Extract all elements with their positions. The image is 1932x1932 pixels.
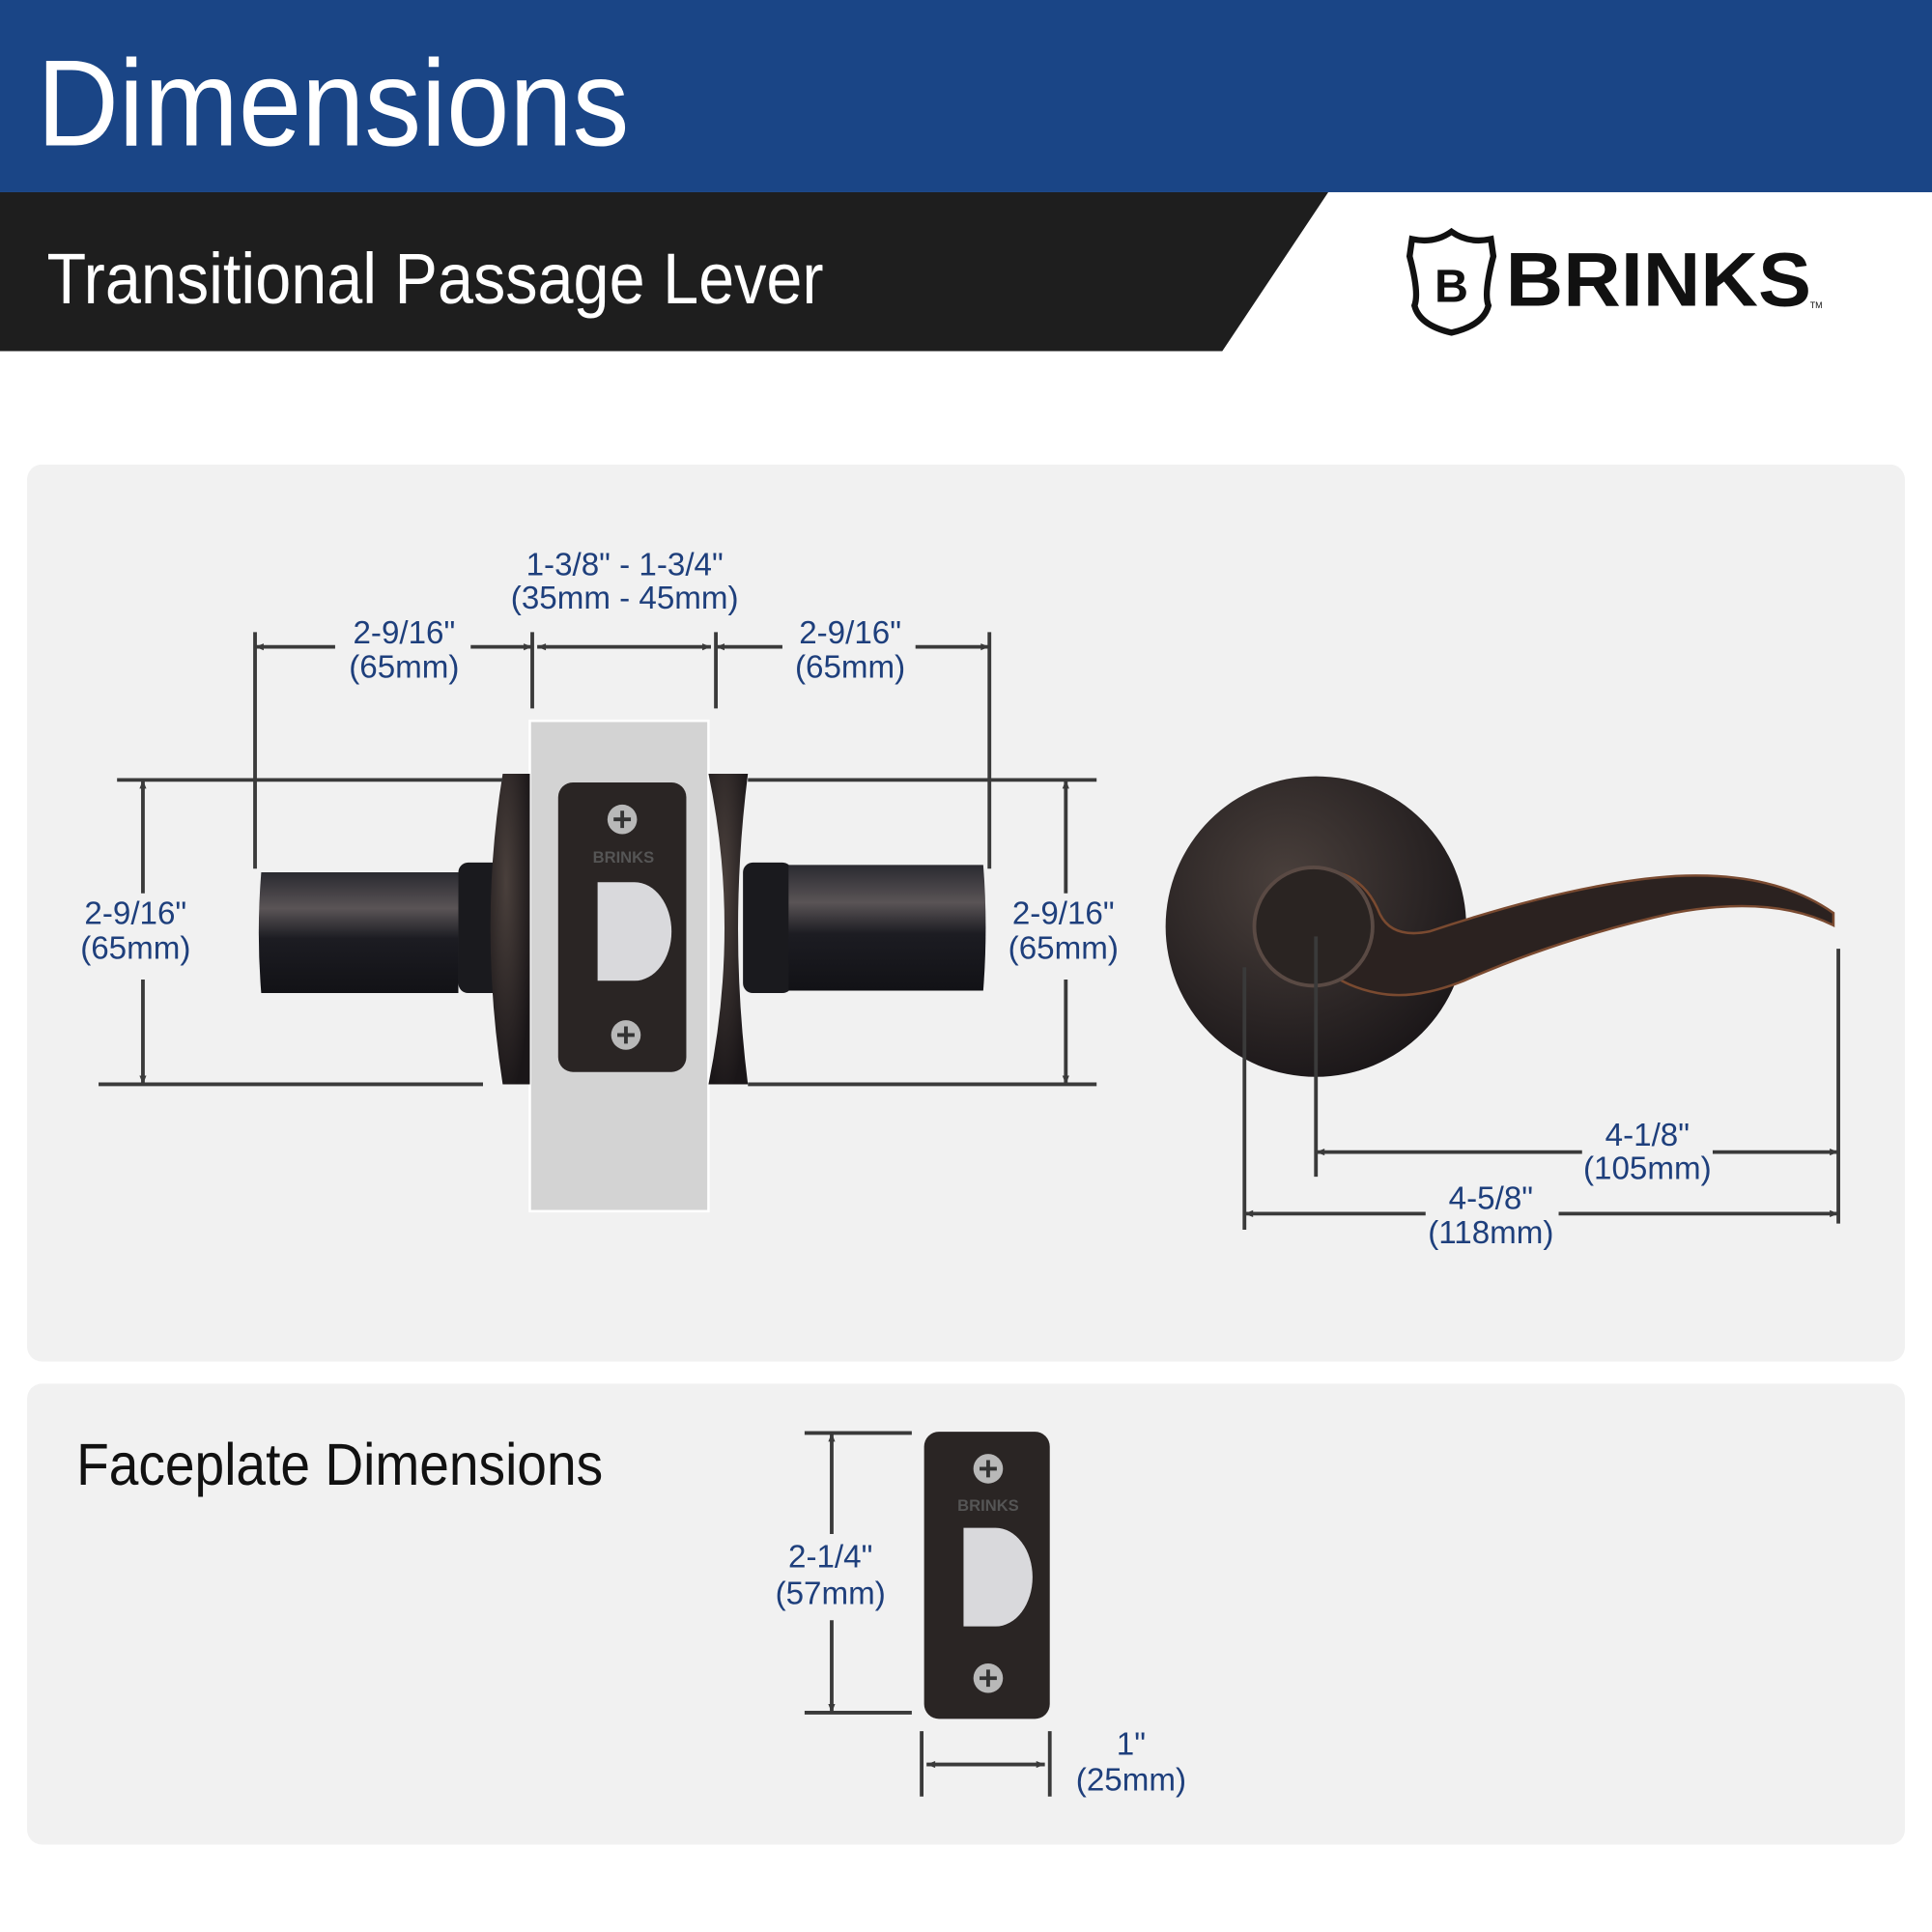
overall-length-metric: (118mm) [1428, 1215, 1553, 1251]
subtitle-band [0, 191, 1328, 352]
lever-arm [1279, 868, 1835, 997]
faceplate-brand-text: BRINKS [957, 1496, 1019, 1515]
side-view-dimensions [99, 632, 1097, 1087]
left-rosette [490, 774, 530, 1085]
trademark: TM [1810, 300, 1823, 310]
right-projection-imperial: 2-9/16" [799, 615, 901, 651]
product-name: Transitional Passage Lever [46, 239, 823, 319]
front-view-lever [1165, 776, 1835, 1077]
page-title: Dimensions [37, 34, 629, 172]
brinks-logo: B BRINKS TM [1406, 227, 1823, 336]
door-thickness-metric: (35mm - 45mm) [511, 581, 739, 616]
shield-icon [1406, 227, 1497, 336]
left-height-imperial: 2-9/16" [84, 896, 186, 932]
left-lever-handle [258, 872, 459, 994]
latch-bolt [597, 882, 672, 981]
left-projection-metric: (65mm) [349, 650, 459, 686]
header-bar [0, 0, 1932, 192]
logo-wordmark: BRINKS [1506, 236, 1811, 322]
logo-mark: B [1435, 261, 1468, 313]
faceplate-drawing: BRINKS [923, 1432, 1050, 1719]
lever-length-imperial: 4-1/8" [1605, 1118, 1690, 1153]
right-rosette [708, 774, 749, 1085]
lever-hub [1252, 866, 1375, 988]
faceplate-dimensions [804, 1431, 1052, 1797]
faceplate-width-metric: (25mm) [1076, 1762, 1186, 1798]
lever-length-metric: (105mm) [1583, 1151, 1712, 1187]
right-height-imperial: 2-9/16" [1012, 896, 1115, 932]
faceplate-height-imperial: 2-1/4" [788, 1539, 872, 1575]
left-height-metric: (65mm) [80, 930, 190, 966]
right-height-metric: (65mm) [1009, 930, 1119, 966]
right-lever-handle [788, 865, 986, 991]
door-thickness-imperial: 1-3/8" - 1-3/4" [526, 548, 724, 583]
front-view-dimensions [1242, 936, 1840, 1230]
faceplate-height-metric: (57mm) [776, 1577, 886, 1612]
side-view-lockset: BRINKS [258, 719, 986, 1213]
left-projection-imperial: 2-9/16" [353, 615, 455, 651]
latch-bolt [963, 1527, 1033, 1627]
faceplate-brand-text: BRINKS [593, 848, 655, 867]
faceplate-title: Faceplate Dimensions [76, 1432, 603, 1497]
faceplate-width-imperial: 1" [1117, 1726, 1146, 1762]
right-projection-metric: (65mm) [795, 650, 905, 686]
overall-length-imperial: 4-5/8" [1449, 1180, 1533, 1216]
